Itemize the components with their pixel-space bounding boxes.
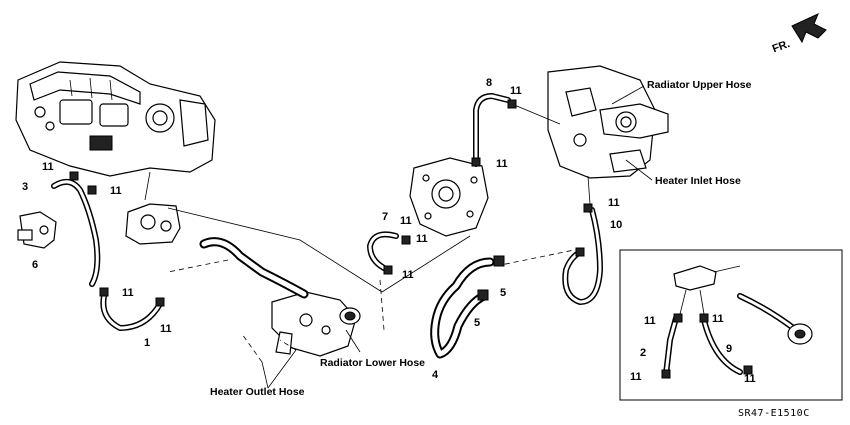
- callout-11-e: 11: [510, 85, 522, 97]
- callout-11-c: 11: [122, 287, 134, 299]
- callout-3: 3: [22, 181, 28, 193]
- callout-11-l: 11: [712, 313, 724, 325]
- callout-11-d: 11: [160, 323, 172, 335]
- callout-6: 6: [32, 259, 38, 271]
- callout-2: 2: [640, 347, 646, 359]
- inset-detail-parts: [661, 265, 813, 379]
- callout-11-b: 11: [110, 185, 122, 197]
- callout-11-m: 11: [630, 371, 642, 383]
- callout-9: 9: [726, 343, 732, 355]
- callout-11-n: 11: [744, 373, 756, 385]
- callout-11-i: 11: [402, 269, 414, 281]
- callout-11-a: 11: [42, 161, 54, 173]
- callout-8: 8: [486, 77, 492, 89]
- callout-11-f: 11: [496, 158, 508, 170]
- heater-outlet-hose-label: Heater Outlet Hose: [210, 386, 305, 398]
- callout-1: 1: [144, 337, 150, 349]
- callout-5a: 5: [500, 287, 506, 299]
- hose-3: [51, 178, 101, 287]
- callout-11-k: 11: [644, 315, 656, 327]
- leader-radiator-upper-hose: [611, 85, 645, 105]
- hose-8: [473, 93, 511, 167]
- inset-detail-box: [619, 249, 843, 401]
- callout-4: 4: [432, 369, 439, 381]
- callout-10: 10: [610, 219, 622, 231]
- front-direction-arrow: FR.: [771, 13, 827, 55]
- radiator-lower-hose-label: Radiator Lower Hose: [320, 357, 425, 369]
- engine-intake-assembly: [15, 61, 216, 177]
- radiator-upper-hose-label: Radiator Upper Hose: [647, 79, 752, 91]
- callout-11-g: 11: [400, 215, 412, 227]
- clamps: [69, 99, 593, 307]
- front-indicator-label: FR.: [771, 38, 792, 55]
- callout-11-h: 11: [416, 233, 428, 245]
- heater-inlet-hose-label: Heater Inlet Hose: [655, 175, 741, 187]
- water-inlet-housing: [271, 291, 361, 357]
- callout-5b: 5: [474, 317, 480, 329]
- leader-radiator-lower-hose: [345, 329, 361, 353]
- throttle-body-bracket: [125, 171, 181, 245]
- leader-heater-inlet-hose: [625, 159, 653, 181]
- cylinder-head-assembly: [547, 65, 669, 179]
- water-outlet-housing: [409, 157, 489, 237]
- diagram-code-label: SR47-E1510C: [738, 408, 810, 419]
- callout-7: 7: [382, 211, 388, 223]
- callout-11-j: 11: [608, 197, 620, 209]
- bracket-6: [17, 211, 57, 249]
